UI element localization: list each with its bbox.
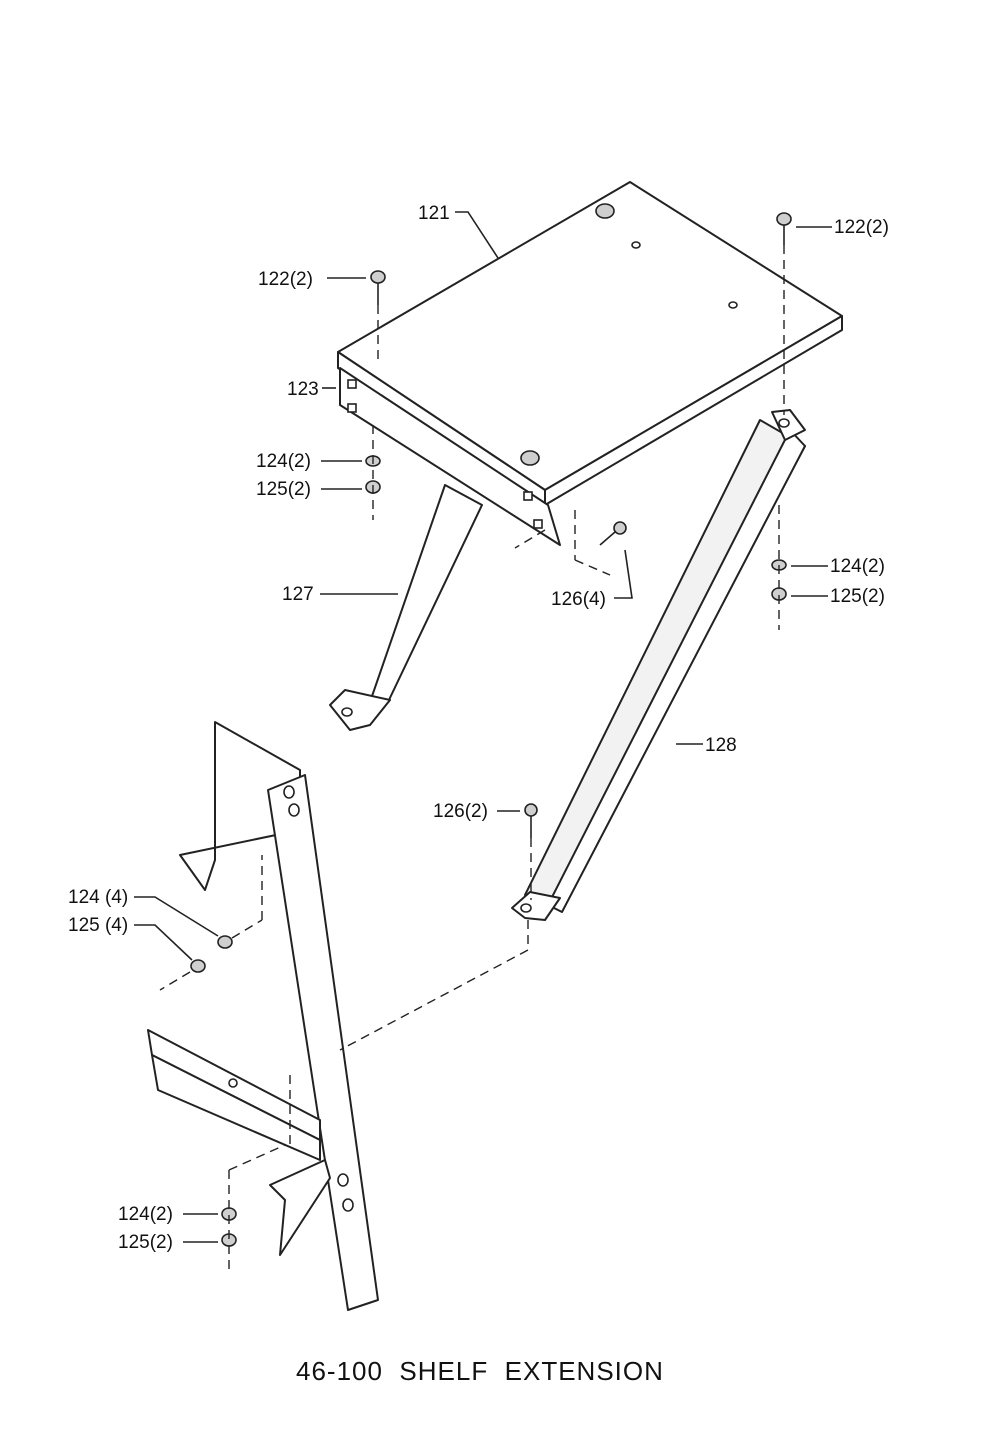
callout-124-right: 124(2) [830,556,885,577]
callout-124-upper-left: 124(2) [256,451,311,472]
hardware [159,212,792,1275]
angle-bracket-123 [339,367,561,546]
callout-124-four: 124 (4) [68,887,128,908]
shelf-plate-121 [337,181,843,506]
callout-125-four: 125 (4) [68,915,128,936]
callout-125-right: 125(2) [830,586,885,607]
callout-127: 127 [282,584,314,605]
callout-124-bottom: 124(2) [118,1204,173,1225]
leader-lines [134,211,832,1243]
callout-122-left: 122(2) [258,269,313,290]
callout-125-bottom: 125(2) [118,1232,173,1253]
frame-post [147,721,379,1311]
callout-125-upper-left: 125(2) [256,479,311,500]
callout-122-right: 122(2) [834,217,889,238]
callout-labels: 121 122(2) 122(2) 123 124(2) 125(2) 126(… [68,203,889,1253]
callout-121: 121 [418,203,450,224]
callout-126-two: 126(2) [433,801,488,822]
drawing-title: 46-100 SHELF EXTENSION [296,1356,664,1386]
brace-127 [329,484,483,731]
callout-126-four: 126(4) [551,589,606,610]
callout-123: 123 [287,379,319,400]
callout-128: 128 [705,735,737,756]
brace-128 [511,409,806,921]
